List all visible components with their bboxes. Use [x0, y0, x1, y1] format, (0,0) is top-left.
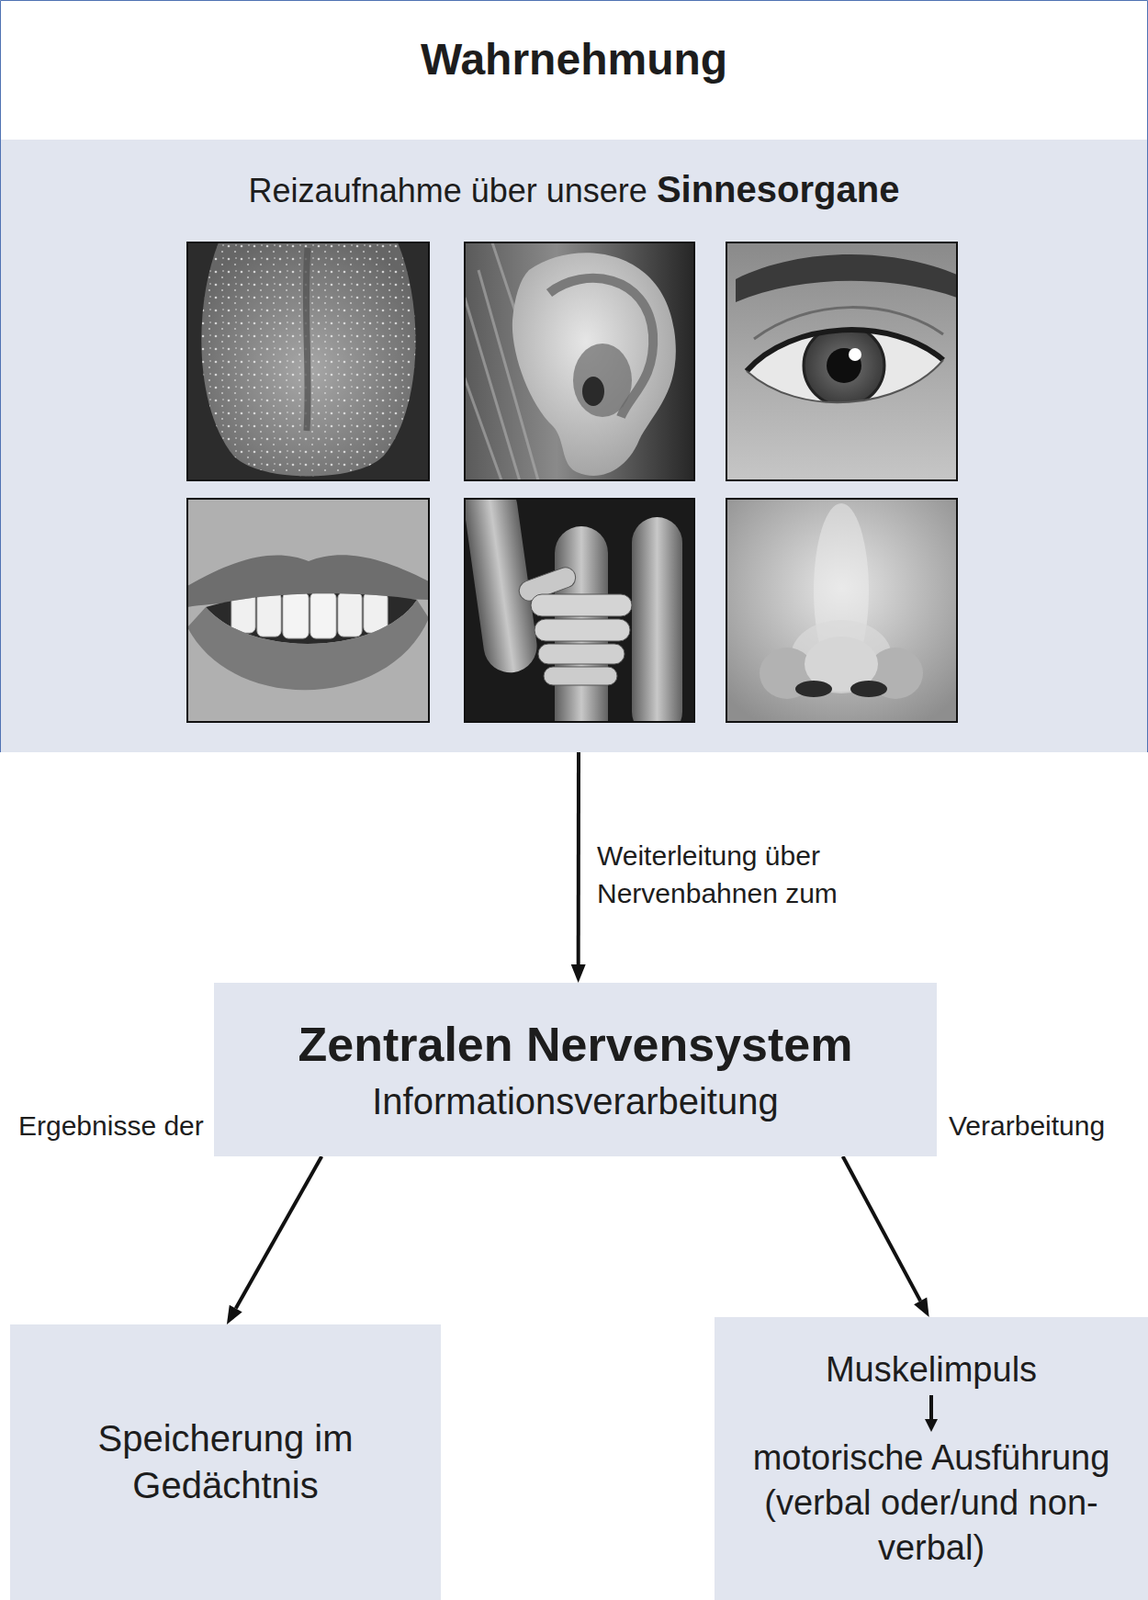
arrow-line — [843, 1156, 921, 1301]
edge-label: Weiterleitung über Nervenbahnen zum — [596, 837, 873, 912]
nose-photo — [726, 498, 957, 722]
mouth-photo — [187, 498, 429, 722]
inner-arrow-line — [929, 1395, 934, 1421]
box-title: Zentralen Nervensystem — [297, 1013, 853, 1076]
ear-photo — [455, 242, 695, 482]
inner-arrow-head — [924, 1418, 938, 1432]
arrow-head — [571, 964, 586, 983]
side-label: Ergebnisse der — [18, 1109, 204, 1143]
process-box: Zentralen NervensystemInformationsverarb… — [213, 982, 937, 1157]
box-title: Speicherung im Gedächtnis — [74, 1415, 378, 1509]
motor-box: Muskelimpuls motorische Ausführung (verba… — [714, 1316, 1148, 1600]
side-label: Verarbeitung — [948, 1109, 1105, 1143]
box-text: motorische Ausführung (verbal oder/und n… — [729, 1435, 1134, 1570]
flow-arrow — [571, 752, 586, 983]
band-heading: Reizaufnahme über unsereSinnesorgane — [0, 167, 1148, 212]
arrow-line — [576, 752, 581, 965]
flow-arrow — [226, 1156, 322, 1325]
inner-arrow — [922, 1393, 941, 1434]
box-content: Zentralen NervensystemInformationsverarb… — [297, 1013, 853, 1126]
box-content: Speicherung im Gedächtnis — [74, 1415, 378, 1509]
hands-photo — [461, 477, 695, 747]
arrow-head — [226, 1305, 243, 1325]
heading-text: Reizaufnahme über unsere — [248, 171, 648, 210]
box-text: Informationsverarbeitung — [371, 1078, 778, 1126]
arrow-head — [913, 1297, 930, 1317]
diagram-title: Wahrnehmung — [0, 33, 1148, 87]
sense-organ-photos — [0, 139, 1148, 753]
memory-box: Speicherung im Gedächtnis — [10, 1324, 441, 1600]
eye-photo — [726, 242, 957, 481]
box-title: Muskelimpuls — [825, 1347, 1037, 1393]
arrow-line — [236, 1156, 323, 1309]
frame-line — [0, 0, 1148, 141]
tongue-photo — [187, 242, 429, 481]
heading-emphasis: Sinnesorgane — [656, 168, 901, 210]
box-content: Muskelimpuls motorische Ausführung (verba… — [729, 1347, 1134, 1571]
flow-arrow — [843, 1156, 930, 1317]
sense-band: Reizaufnahme über unsereSinnesorgane — [0, 139, 1148, 753]
